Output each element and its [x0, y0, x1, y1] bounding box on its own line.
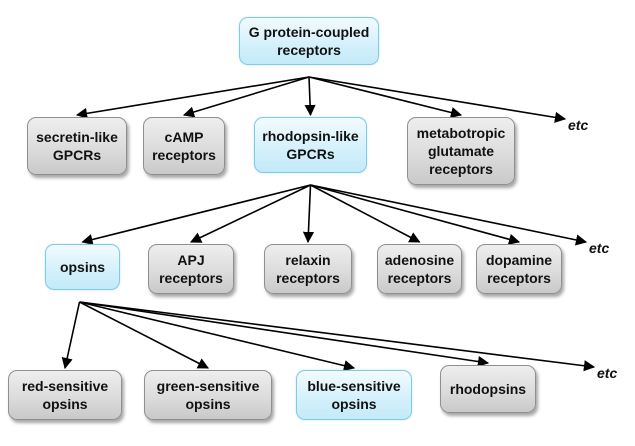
node-label-line: receptors — [276, 270, 340, 286]
node-label-line: opsins — [42, 396, 88, 412]
node-relaxin-receptors: relaxin receptors — [264, 244, 352, 294]
node-label-line: blue-sensitive — [307, 378, 401, 394]
node-apj-receptors: APJ receptors — [148, 244, 234, 294]
arrow-opsins-to-green — [79, 301, 209, 369]
arrow-gpcr-to-etc1 — [308, 76, 567, 123]
node-label-line: cAMP — [164, 129, 204, 145]
node-red-sensitive-opsins: red-sensitive opsins — [8, 370, 122, 420]
node-secretin-like-gpcrs: secretin-like GPCRs — [27, 117, 127, 175]
node-camp-receptors: cAMP receptors — [143, 117, 225, 175]
node-label-line: opsins — [185, 396, 231, 412]
arrow-rhodopsin_like-to-opsins — [81, 184, 311, 245]
node-label-line: GPCRs — [52, 147, 102, 163]
node-label-line: receptors — [159, 270, 223, 286]
node-rhodopsin-like-gpcrs: rhodopsin-like GPCRs — [254, 117, 367, 173]
node-label-line: opsins — [59, 259, 106, 275]
arrow-gpcr-to-secretin — [75, 76, 310, 119]
arrow-rhodopsin_like-to-etc2 — [310, 184, 588, 246]
node-metabotropic-glutamate-receptors: metabotropic glutamate receptors — [407, 117, 515, 185]
node-green-sensitive-opsins: green-sensitive opsins — [144, 370, 272, 420]
node-label-line: receptors — [277, 42, 341, 58]
arrow-gpcr-to-metabotropic — [308, 76, 463, 118]
node-opsins: opsins — [45, 244, 120, 290]
edge-group — [61, 76, 596, 372]
arrow-opsins-to-etc3 — [79, 301, 596, 372]
etc-label: etc — [589, 240, 610, 256]
arrow-gpcr-to-camp — [182, 76, 310, 118]
node-label-line: receptors — [429, 161, 493, 177]
arrow-gpcr-to-rhodopsin_like — [304, 76, 316, 117]
node-label-line: receptors — [487, 270, 551, 286]
node-label-line: receptors — [387, 270, 452, 286]
node-label-line: secretin-like — [36, 129, 118, 145]
arrow-opsins-to-rhodopsins — [79, 301, 490, 368]
node-label-line: relaxin — [285, 252, 331, 268]
node-g-protein-coupled-receptors: G protein-coupled receptors — [239, 17, 379, 65]
node-label-line: rhodopsin-like — [262, 128, 359, 144]
node-rhodopsins: rhodopsins — [440, 365, 536, 413]
etc-label: etc — [568, 117, 589, 133]
node-label-line: opsins — [331, 396, 377, 412]
node-label-line: receptors — [152, 147, 216, 163]
node-label-line: GPCRs — [286, 146, 335, 162]
node-label-line: green-sensitive — [156, 378, 260, 394]
node-label-line: G protein-coupled — [248, 24, 370, 40]
node-label-line: rhodopsins — [449, 381, 527, 397]
arrow-opsins-to-blue — [79, 301, 356, 372]
node-adenosine-receptors: adenosine receptors — [377, 244, 462, 294]
arrow-rhodopsin_like-to-dopamine — [310, 184, 521, 245]
arrow-opsins-to-red — [61, 301, 81, 370]
node-label-line: adenosine — [384, 252, 455, 268]
node-blue-sensitive-opsins: blue-sensitive opsins — [296, 370, 412, 420]
node-dopamine-receptors: dopamine receptors — [476, 244, 562, 294]
arrow-rhodopsin_like-to-apj — [189, 184, 311, 243]
node-label-line: metabotropic — [416, 125, 506, 141]
node-label-line: red-sensitive — [21, 378, 109, 394]
node-label-line: dopamine — [485, 252, 553, 268]
node-label-line: APJ — [177, 252, 205, 268]
etc-label: etc — [597, 365, 618, 381]
arrow-rhodopsin_like-to-relaxin — [302, 184, 315, 244]
arrow-rhodopsin_like-to-adenosine — [310, 184, 421, 243]
node-label-line: glutamate — [427, 143, 495, 159]
